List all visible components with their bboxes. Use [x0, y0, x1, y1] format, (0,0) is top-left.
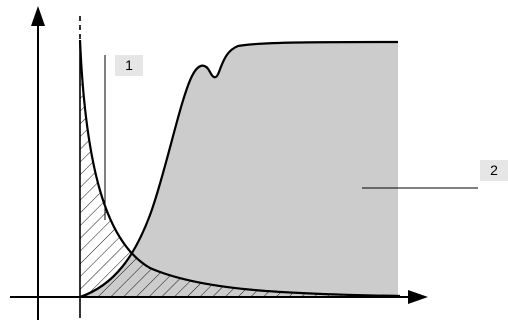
y-axis-arrow: [31, 6, 45, 26]
callout-2-label: 2: [490, 162, 498, 178]
gray-curve-area: [80, 42, 398, 297]
x-axis-arrow: [408, 290, 428, 304]
callout-1-box: [115, 55, 143, 76]
decay-curve: [78, 39, 401, 298]
gray-curve-outline: [79, 40, 399, 299]
callout-2-box: [480, 160, 508, 181]
callout-1-label: 1: [125, 57, 133, 73]
